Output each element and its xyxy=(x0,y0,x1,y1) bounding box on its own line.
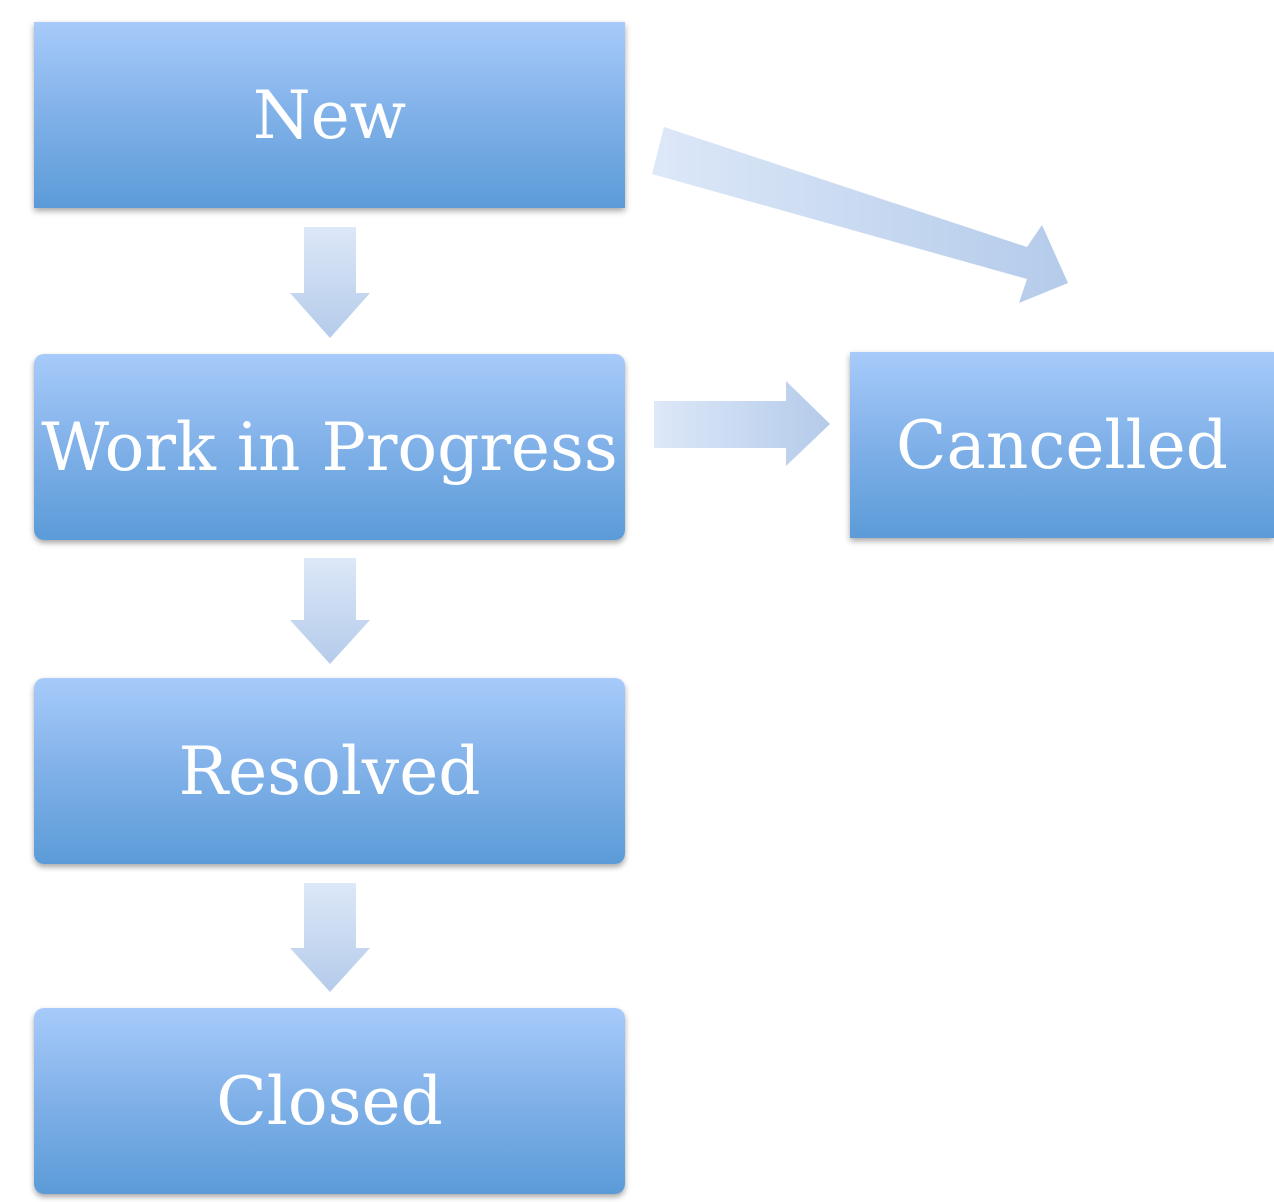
state-resolved: Resolved xyxy=(34,678,625,864)
state-closed: Closed xyxy=(34,1008,625,1194)
arrow-wip-to-resolved xyxy=(290,558,370,664)
state-closed-label: Closed xyxy=(216,1062,443,1140)
arrow-new-to-cancelled xyxy=(652,127,1068,303)
state-cancelled: Cancelled xyxy=(850,352,1274,538)
arrow-new-to-wip xyxy=(290,227,370,338)
state-resolved-label: Resolved xyxy=(178,732,481,810)
arrow-resolved-to-closed xyxy=(290,883,370,992)
state-cancelled-label: Cancelled xyxy=(896,406,1228,484)
state-work-in-progress-label: Work in Progress xyxy=(41,408,618,486)
state-new-label: New xyxy=(252,76,407,154)
state-work-in-progress: Work in Progress xyxy=(34,354,625,540)
arrow-wip-to-cancelled xyxy=(654,381,830,466)
state-new: New xyxy=(34,22,625,208)
